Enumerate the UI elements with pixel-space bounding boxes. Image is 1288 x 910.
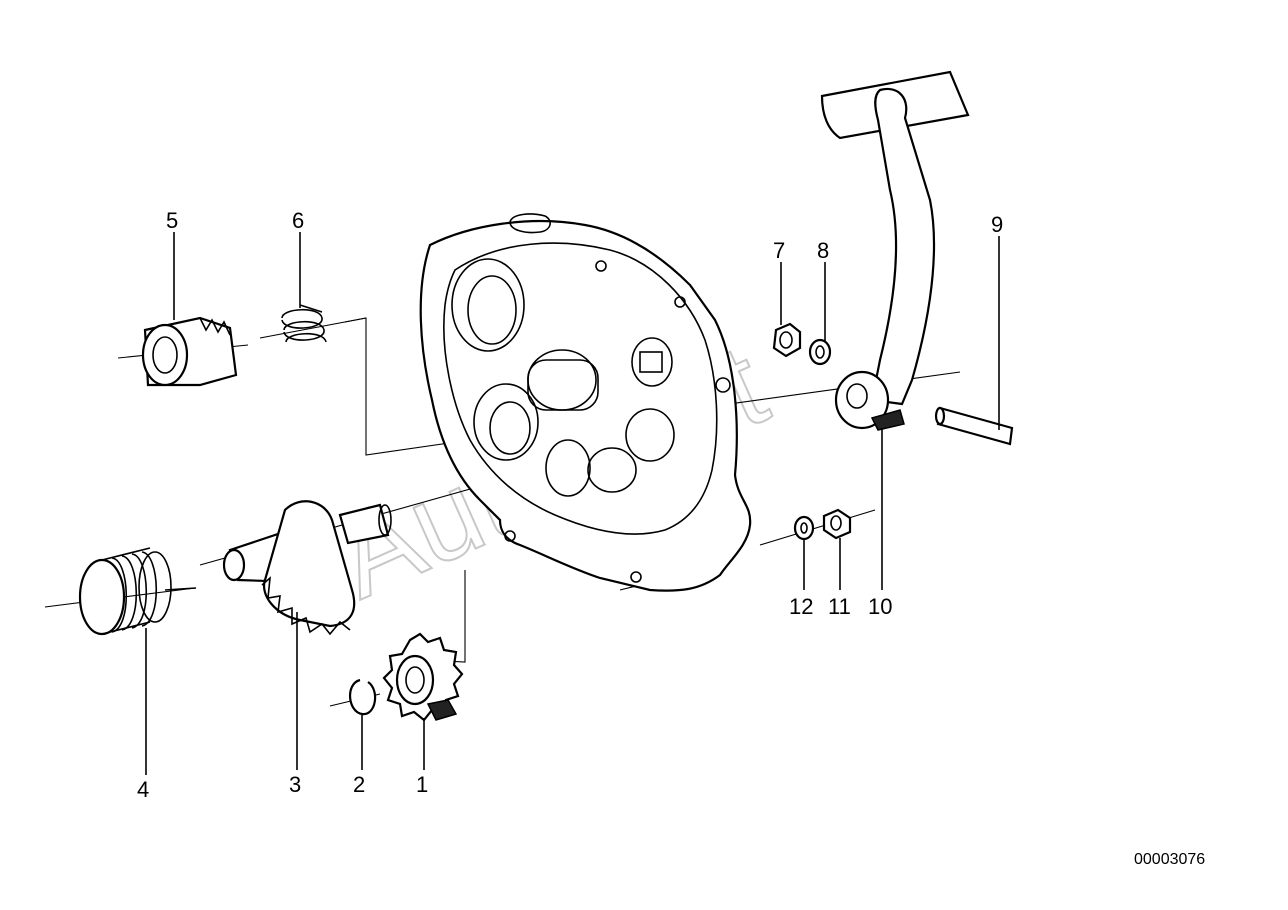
document-number: 00003076 [1134, 851, 1205, 868]
part-9-bolt [934, 406, 1014, 446]
part-3-kickstart-shaft [222, 500, 392, 636]
callout-5: 5 [166, 208, 178, 233]
callout-6: 6 [292, 208, 304, 233]
callout-2: 2 [353, 772, 365, 797]
kickstart-lever [820, 70, 970, 431]
part-6-spring [281, 304, 327, 343]
part-11-nut [822, 508, 852, 540]
callout-1: 1 [416, 772, 428, 797]
part-5-bush [141, 316, 238, 387]
leader-lines [145, 232, 1000, 775]
callout-12: 12 [789, 594, 813, 619]
callout-8: 8 [817, 238, 829, 263]
part-7-nut [772, 322, 802, 358]
part-1-gear [382, 632, 464, 722]
callout-7: 7 [773, 238, 785, 263]
part-2-circlip [349, 678, 377, 716]
part-4-coil-spring [78, 547, 197, 636]
callout-9: 9 [991, 212, 1003, 237]
callout-4: 4 [137, 777, 149, 802]
part-8-washer [808, 338, 832, 366]
part-12-washer [793, 515, 815, 541]
callout-11: 11 [828, 594, 851, 619]
gearbox-cover [419, 213, 752, 592]
callout-labels: 1 2 3 4 5 6 7 8 9 10 11 12 [137, 208, 1003, 802]
callout-10: 10 [868, 594, 892, 619]
callout-3: 3 [289, 772, 301, 797]
